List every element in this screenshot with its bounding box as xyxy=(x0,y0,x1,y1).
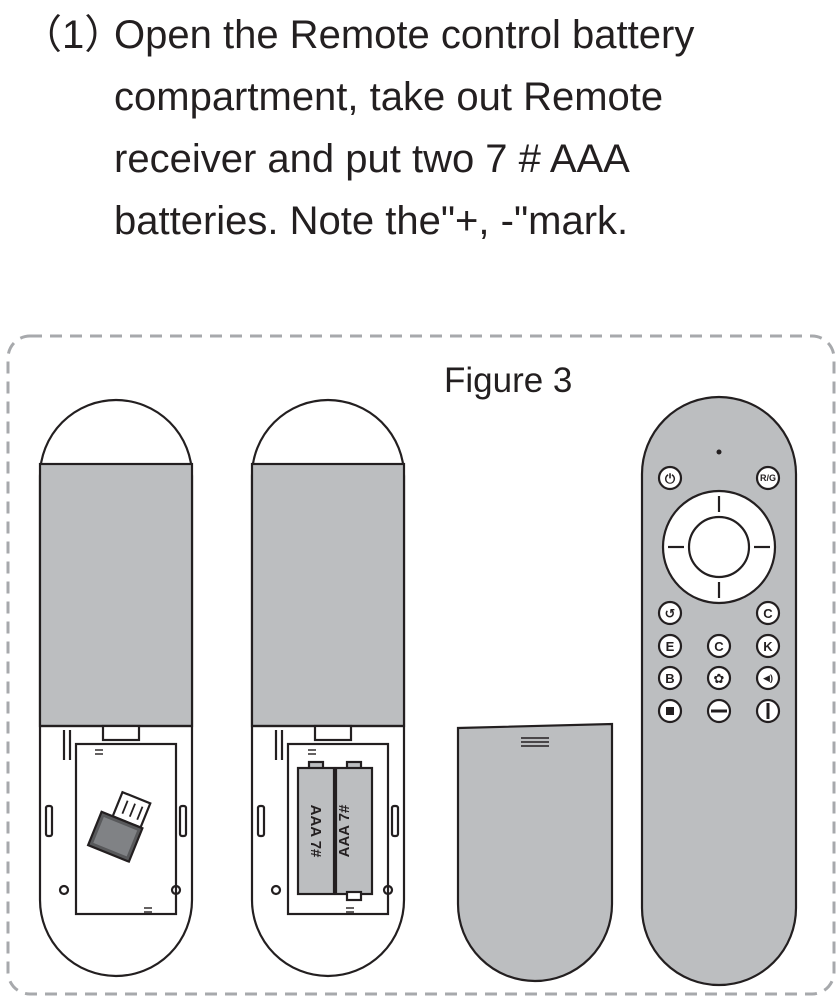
battery-1-label: AAA 7# xyxy=(307,805,324,858)
instruction-block: （1） Open the Remote control battery comp… xyxy=(0,0,838,260)
power-button xyxy=(657,465,683,491)
speaker-icon: ◀) xyxy=(763,673,773,683)
instruction-line-3: receiver and put two 7 # AAA xyxy=(114,137,630,181)
back-icon: ↺ xyxy=(665,606,676,621)
c-button xyxy=(706,633,732,659)
power-icon: ⏻ xyxy=(665,471,676,486)
remote-front: ⏻ R/G ↺ C E C K B ✿ ◀) xyxy=(640,395,798,987)
instruction-line-4: batteries. Note the"+, -"mark. xyxy=(114,199,629,243)
b-button xyxy=(657,665,683,691)
rg-button xyxy=(755,465,781,491)
remote-open-with-batteries: AAA 7# AAA 7# xyxy=(250,398,406,978)
dpad-ok-button xyxy=(687,515,751,579)
stop-icon xyxy=(666,707,674,715)
battery-1: AAA 7# xyxy=(296,760,336,896)
figure-title: Figure 3 xyxy=(444,361,572,400)
usb-receiver xyxy=(86,790,152,864)
refresh-button xyxy=(755,600,781,626)
battery-2-label: AAA 7# xyxy=(336,804,353,857)
e-label: E xyxy=(666,639,675,654)
refresh-icon: C xyxy=(763,606,773,621)
instruction-line-1: Open the Remote control battery xyxy=(114,13,695,57)
remote-open-with-receiver xyxy=(38,398,194,978)
e-button xyxy=(657,633,683,659)
c-label: C xyxy=(714,639,724,654)
battery-2: AAA 7# xyxy=(334,760,374,902)
fan-icon: ✿ xyxy=(714,671,725,686)
fan-button xyxy=(706,665,732,691)
back-button xyxy=(657,600,683,626)
b-label: B xyxy=(665,671,674,686)
step-number: （1） xyxy=(22,13,125,57)
battery-cover xyxy=(456,722,614,983)
k-label: K xyxy=(763,639,773,654)
figure-frame xyxy=(6,334,836,996)
remote-2-gray-panel xyxy=(250,462,406,728)
instruction-line-2: compartment, take out Remote xyxy=(114,75,664,119)
rg-label: R/G xyxy=(760,473,776,483)
k-button xyxy=(755,633,781,659)
remote-1-gray-panel xyxy=(38,462,194,728)
speaker-button xyxy=(755,665,781,691)
